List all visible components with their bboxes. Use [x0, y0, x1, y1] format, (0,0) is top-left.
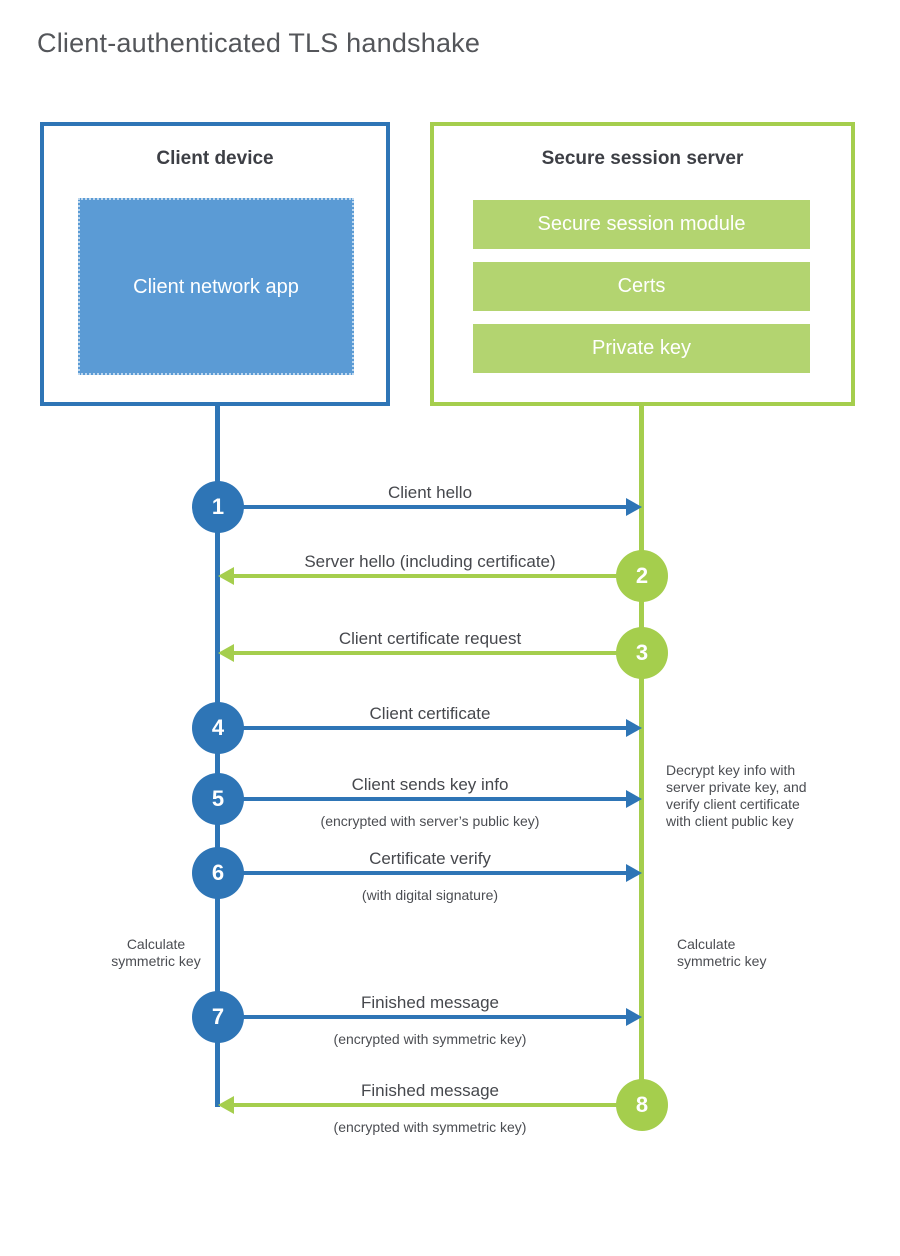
- message-row: Client certificate request 3: [218, 625, 668, 689]
- message-label: Certificate verify: [369, 849, 491, 868]
- message-label: Finished message: [361, 1081, 499, 1100]
- page-title: Client-authenticated TLS handshake: [37, 28, 481, 58]
- arrowhead-right-icon: [626, 719, 642, 737]
- module-label: Certs: [617, 275, 666, 297]
- client-device-box: Client device Client network app: [40, 122, 390, 406]
- step-badge: 3: [616, 627, 668, 679]
- note-decrypt-key-info: Decrypt key info with server private key…: [666, 762, 807, 829]
- arrowhead-left-icon: [218, 1096, 234, 1114]
- message-label: Client certificate: [369, 704, 491, 723]
- arrowhead-right-icon: [626, 864, 642, 882]
- message-arrow-line: [218, 505, 628, 509]
- message-arrow-line: [232, 1103, 642, 1107]
- message-label: Client hello: [387, 483, 473, 502]
- message-sublabel: (with digital signature): [361, 887, 499, 903]
- server-module-bar: Certs: [473, 262, 810, 311]
- message-arrow-line: [232, 651, 642, 655]
- message-arrow-line: [218, 797, 628, 801]
- client-device-title: Client device: [156, 148, 274, 169]
- step-badge: 4: [192, 702, 244, 754]
- message-arrow-line: [218, 1015, 628, 1019]
- server-lifeline: [639, 405, 644, 1105]
- client-network-app-box: Client network app: [78, 198, 354, 375]
- message-row: Finished message (encrypted with symmetr…: [192, 989, 642, 1053]
- message-row: Finished message (encrypted with symmetr…: [218, 1077, 668, 1141]
- client-lifeline: [215, 405, 220, 1107]
- message-label: Client sends key info: [351, 775, 509, 794]
- message-sublabel: (encrypted with server’s public key): [320, 813, 540, 829]
- message-row: Certificate verify (with digital signatu…: [192, 845, 642, 909]
- message-row: Server hello (including certificate) 2: [218, 548, 668, 612]
- message-arrow-line: [232, 574, 642, 578]
- note-calc-symmetric-key-server: Calculate symmetric key: [677, 936, 767, 969]
- message-label: Server hello (including certificate): [304, 552, 556, 571]
- server-module-bar: Private key: [473, 324, 810, 373]
- message-sublabel: (encrypted with symmetric key): [333, 1119, 527, 1135]
- step-badge: 1: [192, 481, 244, 533]
- arrowhead-right-icon: [626, 498, 642, 516]
- step-badge: 8: [616, 1079, 668, 1131]
- step-badge: 7: [192, 991, 244, 1043]
- arrowhead-left-icon: [218, 644, 234, 662]
- step-badge: 6: [192, 847, 244, 899]
- arrowhead-right-icon: [626, 790, 642, 808]
- server-title: Secure session server: [541, 148, 744, 169]
- message-row: Client hello 1: [192, 479, 642, 543]
- server-box: Secure session server Secure session mod…: [430, 122, 855, 406]
- step-badge: 5: [192, 773, 244, 825]
- module-label: Private key: [592, 337, 691, 359]
- message-arrow-line: [218, 726, 628, 730]
- message-row: Client certificate 4: [192, 700, 642, 764]
- arrowhead-left-icon: [218, 567, 234, 585]
- arrowhead-right-icon: [626, 1008, 642, 1026]
- note-calc-symmetric-key-client: Calculate symmetric key: [111, 936, 201, 969]
- message-row: Client sends key info (encrypted with se…: [192, 771, 642, 835]
- step-badge: 2: [616, 550, 668, 602]
- message-arrow-line: [218, 871, 628, 875]
- client-app-label: Client network app: [133, 275, 299, 298]
- module-label: Secure session module: [537, 213, 746, 235]
- server-module-bar: Secure session module: [473, 200, 810, 249]
- message-label: Finished message: [361, 993, 499, 1012]
- message-label: Client certificate request: [338, 629, 522, 648]
- message-sublabel: (encrypted with symmetric key): [333, 1031, 527, 1047]
